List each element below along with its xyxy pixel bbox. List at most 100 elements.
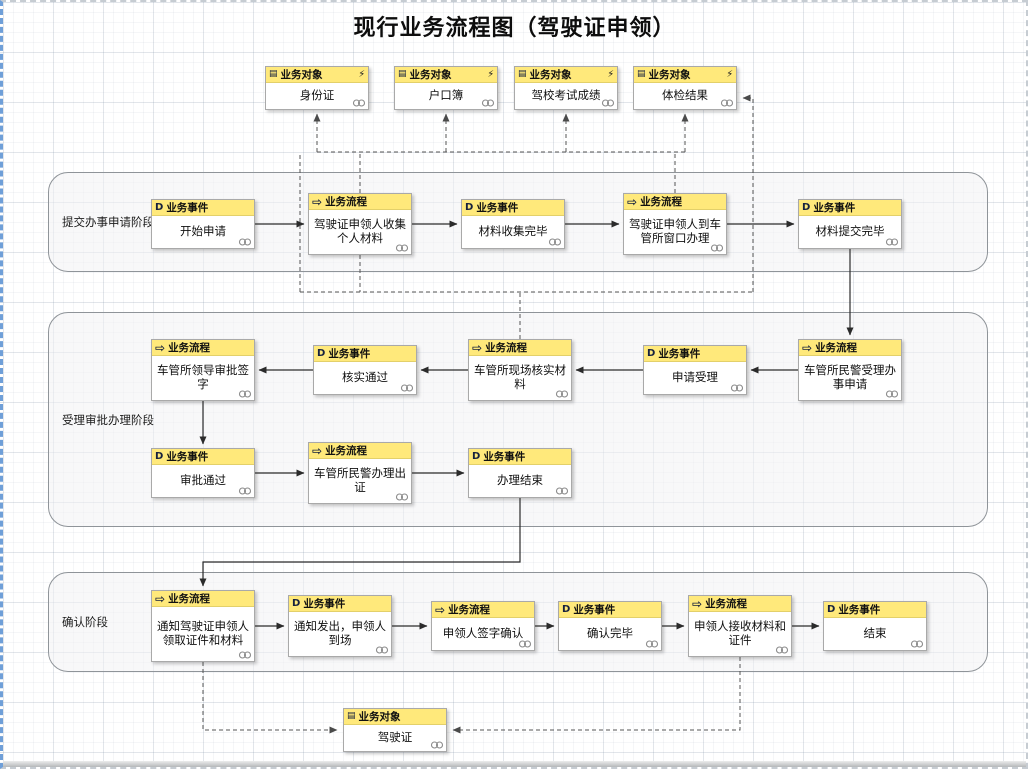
node-header: ⇨业务流程 bbox=[152, 591, 254, 607]
node-label: 办理结束 bbox=[497, 473, 543, 487]
node-type-label: 业务对象 bbox=[648, 69, 691, 81]
node-label: 通知发出，申领人到场 bbox=[294, 619, 386, 647]
node-label: 身份证 bbox=[299, 88, 335, 102]
business-event-icon: D bbox=[292, 597, 301, 609]
business-event-icon: D bbox=[465, 201, 474, 213]
link-icon[interactable] bbox=[238, 238, 252, 246]
node-type-label: 业务事件 bbox=[483, 451, 526, 463]
node-process-applicant-sign-confirm[interactable]: ⇨业务流程 申领人签字确认 bbox=[431, 601, 535, 651]
business-event-icon: D bbox=[155, 450, 164, 462]
link-icon[interactable] bbox=[775, 646, 789, 654]
business-process-icon: ⇨ bbox=[312, 194, 323, 209]
link-icon[interactable] bbox=[601, 99, 615, 107]
node-label: 车管所领导审批签字 bbox=[157, 363, 249, 391]
link-icon[interactable] bbox=[885, 390, 899, 398]
lane-label: 提交办事申请阶段 bbox=[62, 215, 154, 229]
link-icon[interactable] bbox=[555, 390, 569, 398]
node-process-applicant-receive-materials[interactable]: ⇨业务流程 申领人接收材料和证件 bbox=[688, 595, 792, 657]
node-type-label: 业务对象 bbox=[358, 711, 401, 723]
node-process-go-to-dmv-window[interactable]: ⇨业务流程 驾驶证申领人到车管所窗口办理 bbox=[623, 193, 727, 255]
link-icon[interactable] bbox=[352, 99, 366, 107]
node-label: 驾驶证申领人到车管所窗口办理 bbox=[629, 217, 721, 245]
link-icon[interactable] bbox=[481, 99, 495, 107]
node-process-collect-personal-materials[interactable]: ⇨业务流程 驾驶证申领人收集个人材料 bbox=[308, 193, 412, 255]
business-object-icon: ▤ bbox=[398, 69, 407, 79]
business-process-icon: ⇨ bbox=[627, 194, 638, 209]
node-process-leader-approve-sign[interactable]: ⇨业务流程 车管所领导审批签字 bbox=[151, 339, 255, 401]
node-type-label: 业务事件 bbox=[476, 202, 519, 214]
business-object-icon: ▤ bbox=[269, 69, 278, 79]
link-icon[interactable] bbox=[238, 390, 252, 398]
node-process-notify-applicant-collect[interactable]: ⇨业务流程 通知驾驶证申领人领取证件和材料 bbox=[151, 590, 255, 662]
node-process-police-issue-license[interactable]: ⇨业务流程 车管所民警办理出证 bbox=[308, 442, 412, 504]
node-type-label: 业务事件 bbox=[813, 202, 856, 214]
link-icon[interactable] bbox=[720, 99, 734, 107]
node-type-label: 业务流程 bbox=[448, 604, 491, 616]
link-icon[interactable] bbox=[645, 640, 659, 648]
node-header: ⇨业务流程 bbox=[309, 194, 411, 210]
link-icon[interactable] bbox=[238, 487, 252, 495]
link-icon[interactable] bbox=[518, 640, 532, 648]
node-object-id-card[interactable]: ▤业务对象⚡ 身份证 bbox=[265, 66, 369, 110]
link-icon[interactable] bbox=[730, 384, 744, 392]
node-object-household-register[interactable]: ▤业务对象⚡ 户口簿 bbox=[394, 66, 498, 110]
node-type-label: 业务流程 bbox=[325, 445, 368, 457]
node-type-label: 业务事件 bbox=[838, 604, 881, 616]
node-label: 结束 bbox=[863, 626, 887, 640]
node-type-label: 业务流程 bbox=[815, 342, 858, 354]
node-label: 驾驶证申领人收集个人材料 bbox=[314, 217, 406, 245]
node-object-physical-exam-result[interactable]: ▤业务对象⚡ 体检结果 bbox=[633, 66, 737, 110]
link-icon[interactable] bbox=[375, 646, 389, 654]
link-icon[interactable] bbox=[910, 640, 924, 648]
business-object-icon: ▤ bbox=[637, 69, 646, 79]
link-icon[interactable] bbox=[238, 651, 252, 659]
node-type-label: 业务对象 bbox=[529, 69, 572, 81]
link-icon[interactable] bbox=[430, 741, 444, 749]
link-icon[interactable] bbox=[555, 487, 569, 495]
business-object-icon: ▤ bbox=[347, 711, 356, 721]
business-process-icon: ⇨ bbox=[435, 602, 446, 617]
node-process-onsite-verify-materials[interactable]: ⇨业务流程 车管所现场核实材料 bbox=[468, 339, 572, 401]
node-label: 申领人签字确认 bbox=[442, 626, 524, 640]
business-event-icon: D bbox=[317, 347, 326, 359]
node-label: 体检结果 bbox=[662, 88, 708, 102]
link-icon[interactable] bbox=[548, 238, 562, 246]
node-process-police-accept-application[interactable]: ⇨业务流程 车管所民警受理办事申请 bbox=[798, 339, 902, 401]
node-type-label: 业务流程 bbox=[168, 342, 211, 354]
node-type-label: 业务事件 bbox=[166, 202, 209, 214]
node-label: 开始申请 bbox=[180, 224, 226, 238]
node-header: ⇨业务流程 bbox=[799, 340, 901, 356]
node-type-label: 业务事件 bbox=[573, 604, 616, 616]
link-icon[interactable] bbox=[710, 244, 724, 252]
business-process-icon: ⇨ bbox=[692, 596, 703, 611]
window-bottom-edge bbox=[3, 761, 1026, 767]
node-header: ▤业务对象⚡ bbox=[515, 67, 617, 83]
link-icon[interactable] bbox=[395, 244, 409, 252]
node-object-driving-school-exam-score[interactable]: ▤业务对象⚡ 驾校考试成绩 bbox=[514, 66, 618, 110]
link-icon[interactable] bbox=[400, 384, 414, 392]
link-icon[interactable] bbox=[885, 238, 899, 246]
node-object-drivers-license[interactable]: ▤业务对象 驾驶证 bbox=[343, 708, 447, 752]
link-icon[interactable] bbox=[395, 493, 409, 501]
node-header: ⇨业务流程 bbox=[309, 443, 411, 459]
node-type-label: 业务流程 bbox=[485, 342, 528, 354]
node-header: ⇨业务流程 bbox=[432, 602, 534, 618]
